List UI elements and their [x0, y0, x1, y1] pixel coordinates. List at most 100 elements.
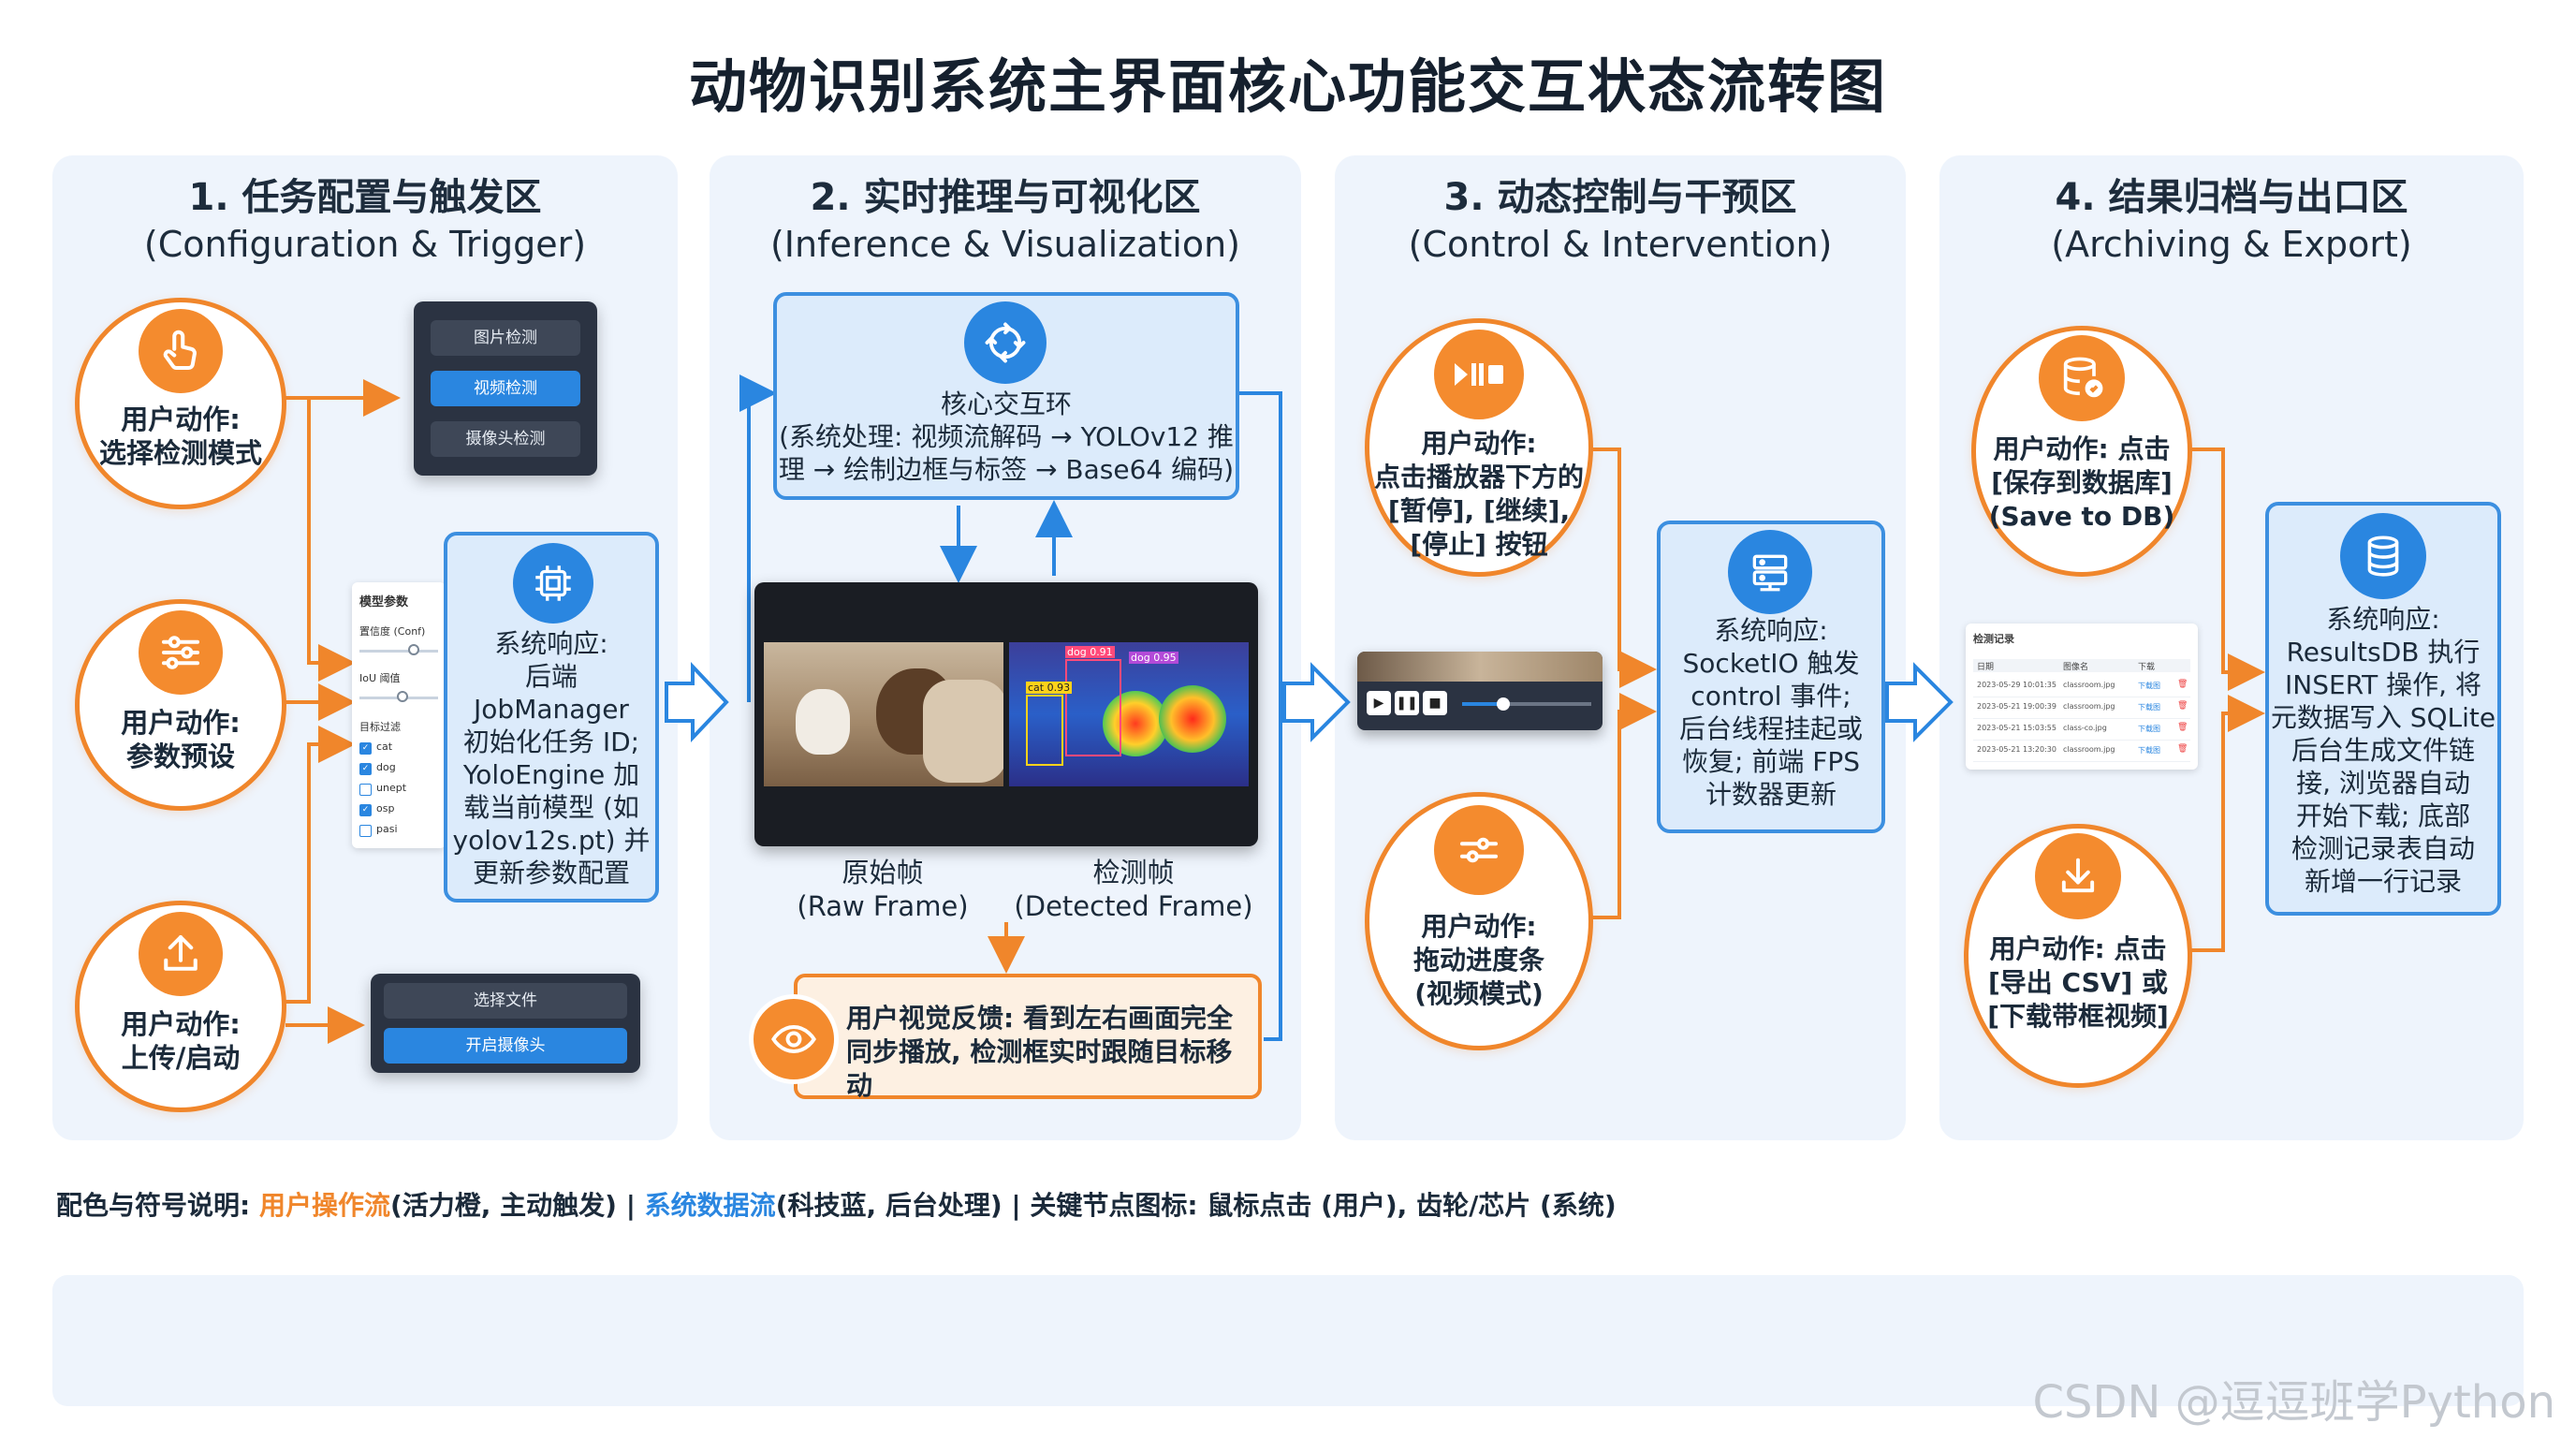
- checkbox-checked-icon[interactable]: ✓: [359, 742, 372, 755]
- action-drag-progress-text: 用户动作: 拖动进度条 (视频模式): [1365, 910, 1593, 1011]
- filter-label: 目标过滤: [359, 721, 401, 733]
- delete-icon[interactable]: 🗑: [2177, 723, 2188, 732]
- label-line: 原始帧: [842, 857, 924, 888]
- checkbox-unchecked-icon[interactable]: [359, 825, 372, 837]
- label-line: 载当前模型 (如: [463, 792, 639, 823]
- download-link[interactable]: 下载图: [2138, 682, 2160, 690]
- system-response-socketio-text: 系统响应: SocketIO 触发 control 事件; 后台线程挂起或 恢复…: [1657, 614, 1885, 811]
- stop-button[interactable]: ■: [1423, 691, 1447, 715]
- records-header-cell: 下载: [2138, 663, 2156, 672]
- label-line: 点击播放器下方的: [1373, 462, 1584, 492]
- legend-system-flow: 系统数据流: [644, 1190, 776, 1221]
- label-line: (视频模式): [1414, 978, 1544, 1009]
- table-row: 2023-05-29 10:01:35 classroom.jpg 下载图 🗑: [1973, 676, 2190, 697]
- iou-slider-thumb[interactable]: [397, 691, 408, 702]
- bottom-band: [52, 1275, 2524, 1406]
- filter-item[interactable]: ✓osp: [359, 801, 440, 822]
- pause-button[interactable]: ❚❚: [1395, 691, 1419, 715]
- label-line: 更新参数配置: [472, 858, 630, 888]
- sliders-icon: [139, 610, 223, 695]
- progress-thumb[interactable]: [1497, 697, 1511, 711]
- label-line: 用户动作:: [121, 404, 241, 435]
- label-line: (Save to DB): [1988, 501, 2175, 532]
- couch-shape: [923, 680, 1003, 783]
- records-header-cell: 日期: [1977, 663, 1995, 672]
- table-cell: classroom.jpg: [2063, 745, 2115, 754]
- label-line: 用户视觉反馈: 看到左右画面完全: [846, 1003, 1233, 1034]
- checkbox-checked-icon[interactable]: ✓: [359, 804, 372, 816]
- conf-slider-thumb[interactable]: [408, 644, 419, 655]
- label-line: 用户动作: 点击: [1989, 933, 2167, 964]
- eye-icon: [749, 994, 839, 1084]
- page-title: 动物识别系统主界面核心功能交互状态流转图: [688, 52, 1887, 121]
- label-line: 用户动作:: [121, 1008, 241, 1040]
- filter-item[interactable]: pasi: [359, 822, 440, 843]
- legend-user-flow: 用户操作流: [258, 1190, 390, 1221]
- heatmap-blob: [1103, 691, 1168, 756]
- video-player-bar: ▶ ❚❚ ■: [1357, 652, 1603, 730]
- label-line: 检测记录表自动: [2291, 833, 2475, 864]
- conf-label: 置信度 (Conf): [359, 625, 426, 638]
- filter-label-text: pasi: [376, 823, 398, 835]
- label-line: (Detected Frame): [1014, 890, 1253, 922]
- download-link[interactable]: 下载图: [2138, 746, 2160, 755]
- player-preview: [1357, 652, 1603, 682]
- table-cell: 2023-05-21 19:00:39: [1977, 702, 2056, 711]
- open-camera-button[interactable]: 开启摄像头: [384, 1028, 627, 1064]
- label-line: SocketIO 触发: [1682, 648, 1860, 679]
- delete-icon[interactable]: 🗑: [2177, 680, 2188, 689]
- table-cell: classroom.jpg: [2063, 681, 2115, 689]
- camera-detect-button[interactable]: 摄像头检测: [431, 421, 580, 457]
- download-link[interactable]: 下载图: [2138, 725, 2160, 733]
- panel-title: 1. 任务配置与触发区: [188, 176, 542, 219]
- system-response-jobmanager-text: 系统响应: 后端 JobManager 初始化任务 ID; YoloEngine…: [444, 627, 659, 889]
- panel-subtitle: (Archiving & Export): [2051, 224, 2412, 265]
- detection-box: [1065, 659, 1121, 756]
- checkbox-unchecked-icon[interactable]: [359, 784, 372, 796]
- p1-orange-lines: [285, 379, 401, 1044]
- delete-icon[interactable]: 🗑: [2177, 701, 2188, 711]
- label-line: 开始下载; 底部: [2295, 800, 2471, 831]
- detection-label: dog 0.91: [1065, 646, 1115, 658]
- progress-track[interactable]: [1462, 702, 1591, 706]
- action-playback-control-text: 用户动作: 点击播放器下方的 [暂停], [继续], [停止] 按钮: [1365, 427, 1593, 562]
- filter-item[interactable]: ✓ cat: [359, 740, 440, 760]
- database-check-icon: [2039, 335, 2125, 421]
- detected-frame-caption: 检测帧 (Detected Frame): [1011, 856, 1256, 923]
- video-detect-button[interactable]: 视频检测: [431, 371, 580, 406]
- label-line: 后端: [524, 661, 578, 692]
- play-pause-stop-icon: [1434, 330, 1524, 419]
- checkbox-checked-icon[interactable]: ✓: [359, 763, 372, 775]
- label-line: [停止] 按钮: [1410, 529, 1548, 560]
- watermark: CSDN @逗逗班学Python: [2032, 1376, 2556, 1429]
- heatmap-blob: [1159, 685, 1226, 753]
- delete-icon[interactable]: 🗑: [2177, 744, 2188, 754]
- pointer-hand-icon: [139, 309, 223, 393]
- system-response-resultsdb-text: 系统响应: ResultsDB 执行 INSERT 操作, 将 元数据写入 SQ…: [2265, 603, 2501, 898]
- play-button[interactable]: ▶: [1367, 691, 1391, 715]
- panel-title: 3. 动态控制与干预区: [1443, 176, 1797, 219]
- detection-label: cat 0.93: [1026, 682, 1073, 694]
- label-line: 选择检测模式: [98, 437, 262, 469]
- label-line: 计数器更新: [1705, 779, 1837, 810]
- table-cell: 2023-05-29 10:01:35: [1977, 681, 2056, 689]
- panel-title: 2. 实时推理与可视化区: [810, 176, 1201, 219]
- action-save-db-text: 用户动作: 点击 [保存到数据库] (Save to DB): [1971, 433, 2192, 534]
- filter-label-text: cat: [376, 741, 393, 753]
- image-detect-button[interactable]: 图片检测: [431, 320, 580, 356]
- panel-header-3: 3. 动态控制与干预区 (Control & Intervention): [1335, 174, 1906, 268]
- filter-item[interactable]: unept: [359, 781, 440, 801]
- label-line: yolov12s.pt) 并: [452, 825, 651, 856]
- label-line: 用户动作:: [121, 707, 241, 739]
- conf-slider[interactable]: [359, 650, 438, 653]
- detection-label: dog 0.95: [1129, 652, 1178, 664]
- select-file-button[interactable]: 选择文件: [384, 983, 627, 1019]
- filter-item[interactable]: ✓dog: [359, 760, 440, 781]
- label-line: [暂停], [继续],: [1387, 495, 1571, 526]
- database-icon: [2340, 513, 2426, 599]
- download-link[interactable]: 下载图: [2138, 703, 2160, 712]
- upload-icon: [139, 912, 223, 996]
